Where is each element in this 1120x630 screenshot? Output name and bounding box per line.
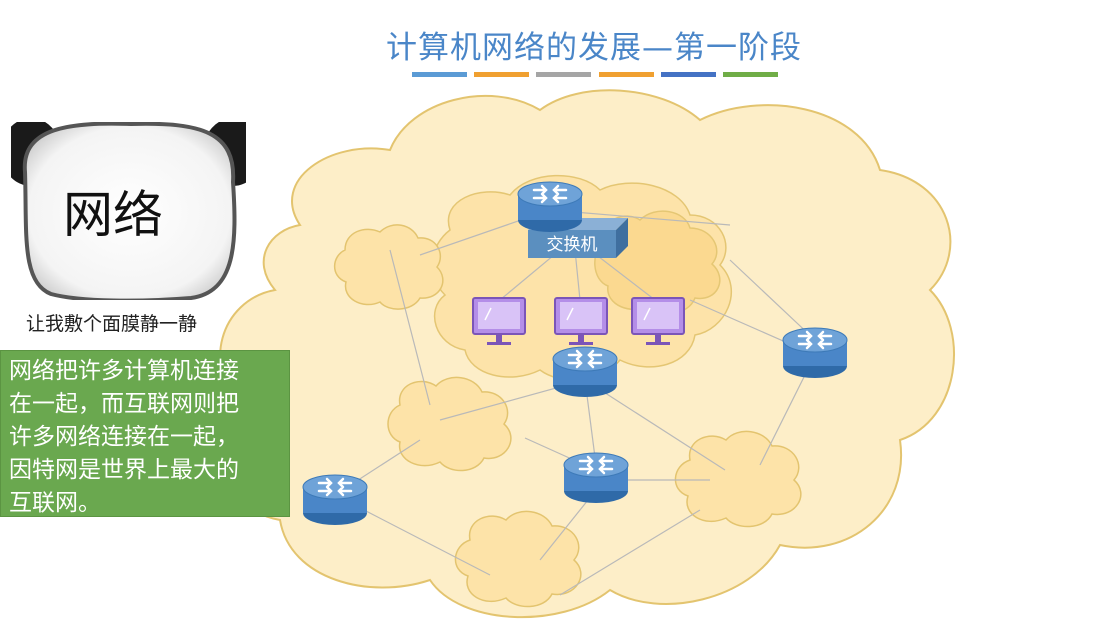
router-left-icon [301,473,369,527]
router-center-icon [551,345,619,399]
underline-segment-4 [599,72,654,77]
panda-label: 网络 [63,186,163,244]
cloud-bottom [454,510,582,608]
meme-caption: 让我敷个面膜静一静 [26,313,198,335]
switch-label: 交换机 [547,235,598,255]
panda-head [22,121,237,303]
cloud-right-bottom [674,430,802,528]
router-top-icon [516,180,584,234]
underline-segment-1 [412,72,467,77]
cloud-mid-left [387,376,512,472]
cloud-left [333,224,444,310]
router-bottom-icon [562,451,630,505]
underline-segment-3 [536,72,591,77]
note-box: 网络把许多计算机连接 在一起，而互联网则把 许多网络连接在一起， 因特网是世界上… [0,350,290,517]
underline-segment-2 [474,72,529,77]
router-right-icon [781,326,849,380]
underline-segment-6 [723,72,778,77]
page-title: 计算机网络的发展—第一阶段 [386,30,802,66]
underline-segment-5 [661,72,716,77]
